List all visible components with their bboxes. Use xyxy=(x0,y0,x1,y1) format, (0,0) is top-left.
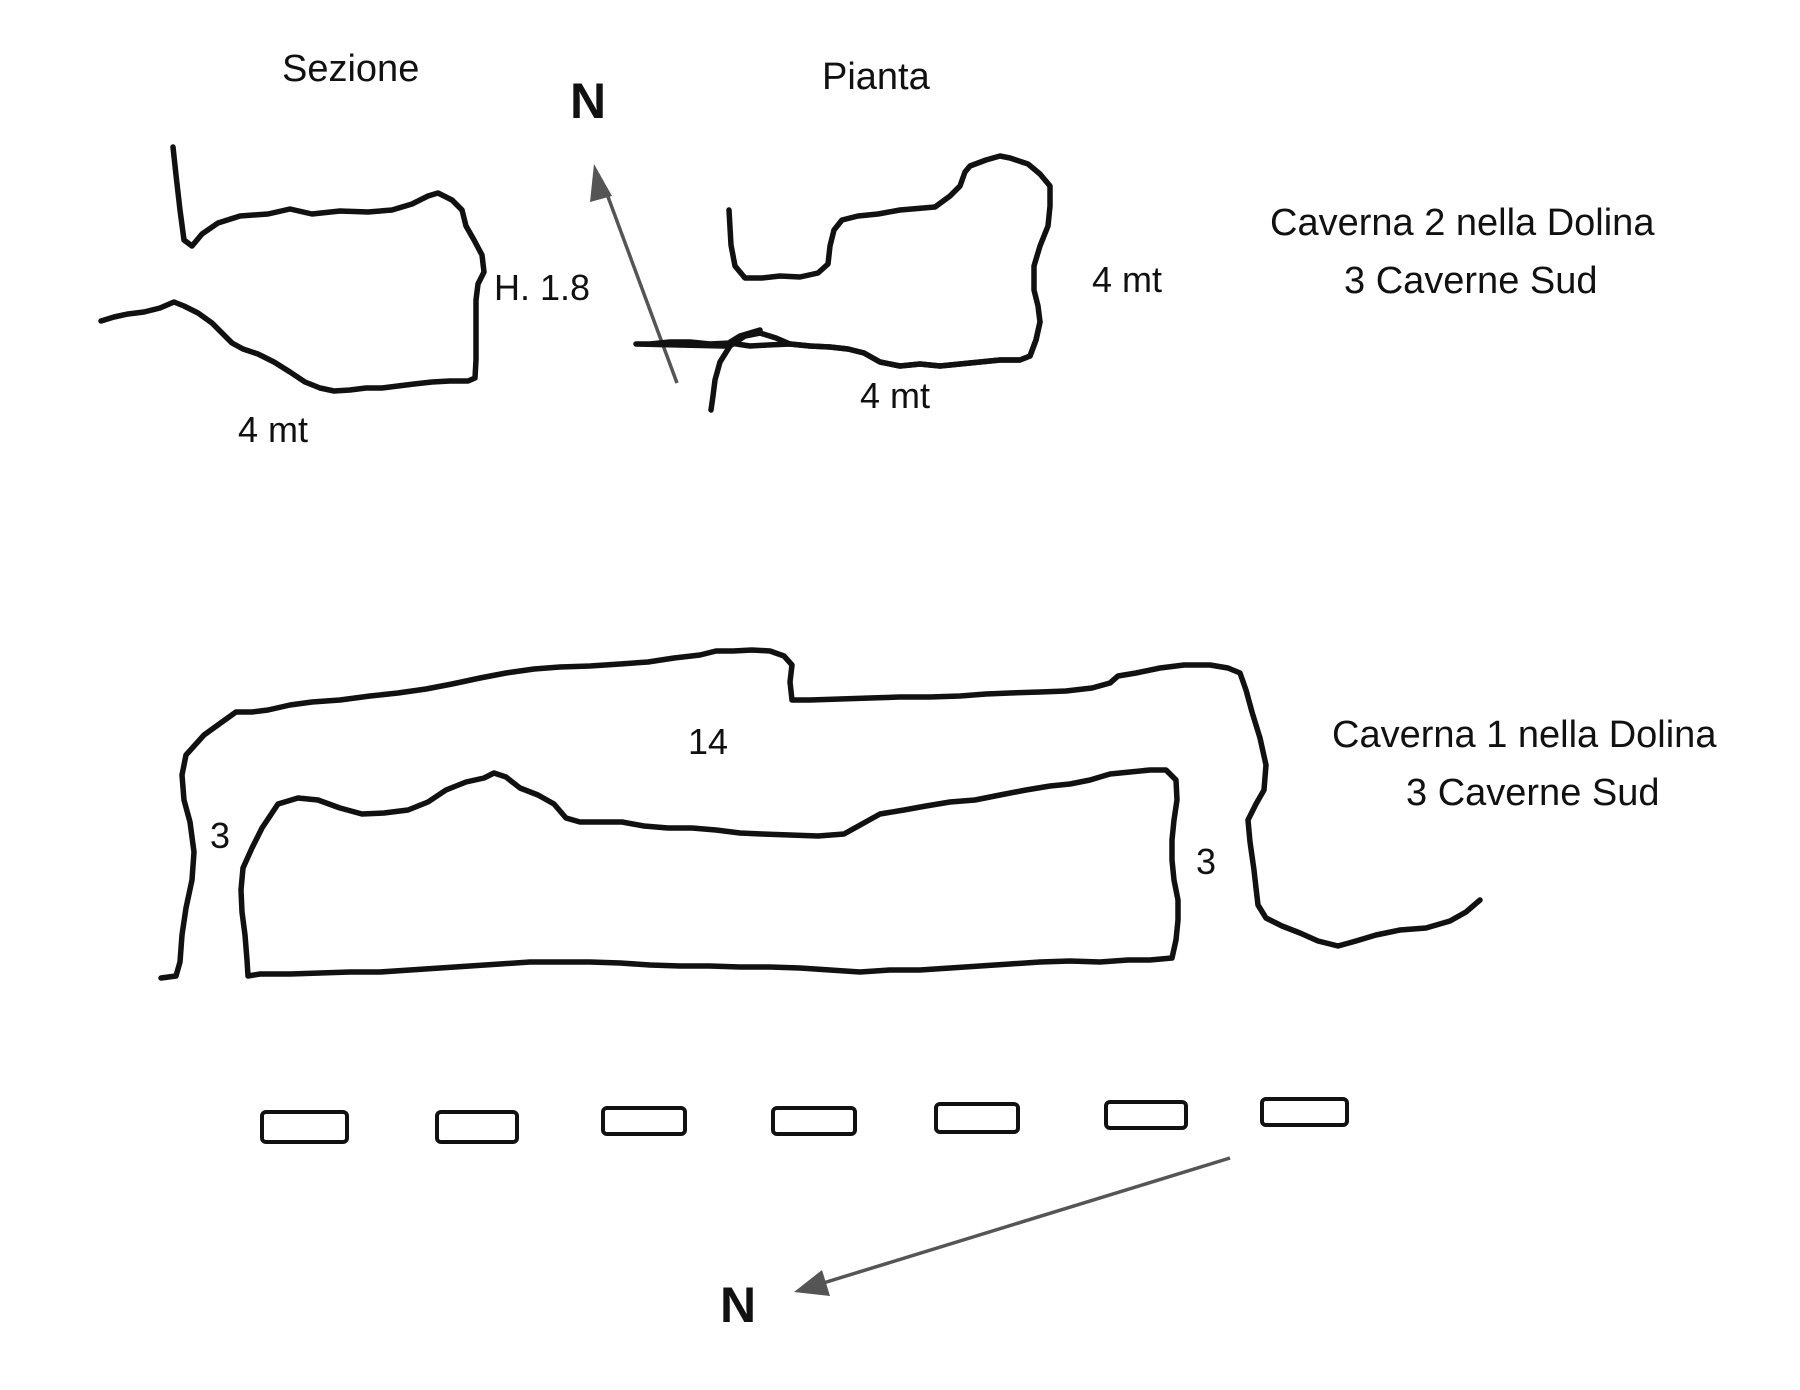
cave1-length-label: 14 xyxy=(688,721,729,762)
cave2-plan-length-label: 4 mt xyxy=(860,375,931,416)
cave1-title-line1: Caverna 1 nella Dolina xyxy=(1332,714,1717,756)
cave1-left-width-label: 3 xyxy=(210,815,231,856)
cave1-inner-wall xyxy=(238,767,1181,979)
entrance-marker-7 xyxy=(1260,1097,1349,1127)
entrance-marker-6 xyxy=(1104,1100,1188,1130)
north-arrow-bottom-head xyxy=(794,1270,830,1296)
section-label: Sezione xyxy=(282,48,420,90)
cave1-title-line2: 3 Caverne Sud xyxy=(1406,772,1660,814)
cave2-plan-upper-wall xyxy=(633,153,1053,369)
entrance-marker-5 xyxy=(934,1102,1020,1134)
entrance-marker-2 xyxy=(435,1110,519,1144)
cave2-title-line1: Caverna 2 nella Dolina xyxy=(1270,202,1655,244)
entrance-marker-3 xyxy=(601,1106,687,1136)
north-arrow-top-head xyxy=(590,164,612,202)
entrance-marker-1 xyxy=(260,1110,349,1144)
cave2-plan-lower-wall xyxy=(708,319,1043,413)
north-label-bottom: N xyxy=(720,1277,757,1333)
cave2-title-line2: 3 Caverne Sud xyxy=(1344,260,1598,302)
cave2-section-roof xyxy=(98,144,487,394)
plan-label: Pianta xyxy=(822,56,930,98)
cave2-plan-width-label: 4 mt xyxy=(1092,259,1163,300)
entrance-marker-4 xyxy=(771,1106,857,1136)
cave2-height-label: H. 1.8 xyxy=(494,267,591,308)
north-label-top: N xyxy=(570,73,607,129)
cave1-right-width-label: 3 xyxy=(1196,841,1217,882)
north-arrow-top-shaft xyxy=(602,185,679,384)
cave1-outer-wall xyxy=(158,647,1483,981)
north-arrow-bottom-shaft xyxy=(819,1156,1231,1286)
cave2-section-length-label: 4 mt xyxy=(238,409,309,450)
